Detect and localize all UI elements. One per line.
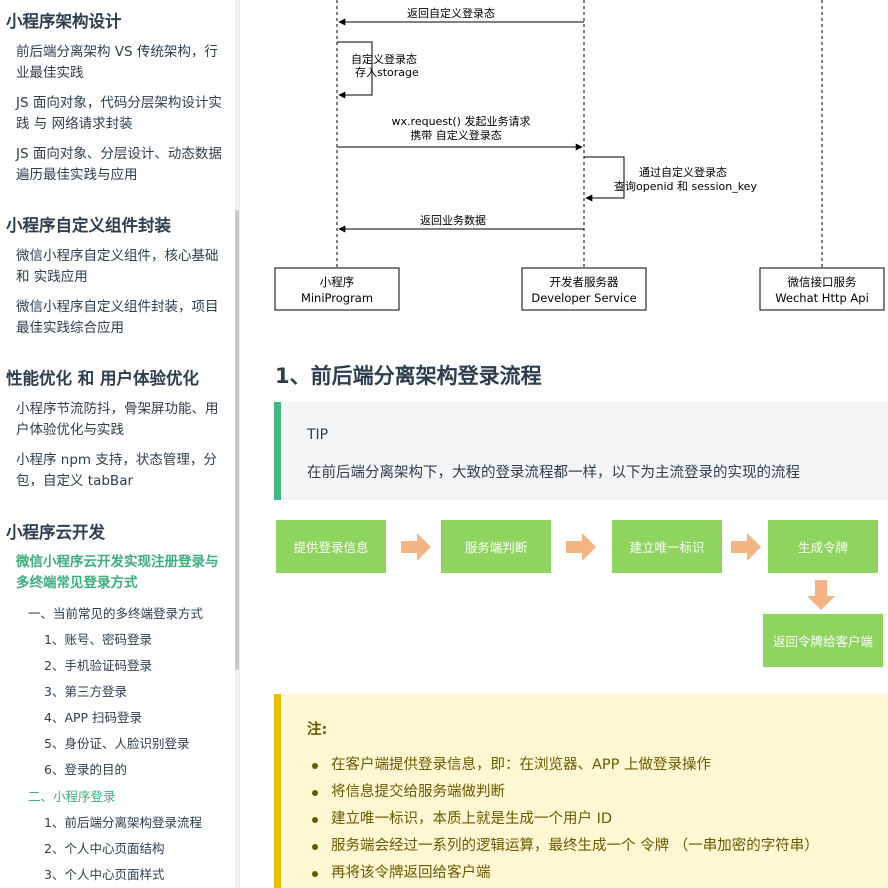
bullet-icon <box>312 790 318 796</box>
sidebar-scrollbar[interactable] <box>235 0 239 888</box>
sidebar: 小程序架构设计 前后端分离架构 VS 传统架构，行业最佳实践 JS 面向对象，代… <box>0 0 240 888</box>
note-list-item: 将信息提交给服务端做判断 <box>307 779 819 806</box>
msg-return-data-label: 返回业务数据 <box>420 213 486 227</box>
sidebar-sub-item[interactable]: 2、个人中心页面结构 <box>44 841 165 856</box>
sidebar-item-throttle-skeleton[interactable]: 小程序节流防抖，骨架屏功能、用户体验优化与实践 <box>16 401 219 438</box>
sidebar-item-architecture-compare[interactable]: 前后端分离架构 VS 传统架构，行业最佳实践 <box>16 44 218 81</box>
sidebar-item-js-dynamic-data[interactable]: JS 面向对象、分层设计、动态数据遍历最佳实践与应用 <box>16 146 222 183</box>
server-self-arrow <box>584 156 625 202</box>
actor-wechat-box <box>759 267 885 311</box>
sidebar-sub-item[interactable]: 1、账号、密码登录 <box>44 632 152 647</box>
sidebar-sub-item[interactable]: 5、身份证、人脸识别登录 <box>44 736 190 751</box>
actor-developer-label-1: 开发者服务器 <box>550 275 619 289</box>
flow-arrow-down-icon <box>807 580 835 610</box>
sidebar-sub-item[interactable]: 1、前后端分离架构登录流程 <box>44 815 202 830</box>
tip-block: TIP 在前后端分离架构下，大致的登录流程都一样，以下为主流登录的实现的流程 <box>274 402 888 500</box>
note-title: 注: <box>307 722 328 738</box>
flow-arrow-right-icon <box>731 533 761 561</box>
sidebar-sub-section2[interactable]: 二、小程序登录 <box>28 789 116 804</box>
note-list-item: 建立唯一标识，本质上就是生成一个用户 ID <box>307 806 819 833</box>
actor-wechat-label-1: 微信接口服务 <box>788 275 857 289</box>
sidebar-sub-section1[interactable]: 一、当前常见的多终端登录方式 <box>28 606 204 621</box>
sidebar-group-architecture[interactable]: 小程序架构设计 <box>6 12 122 31</box>
section-heading: 1、前后端分离架构登录流程 <box>275 364 542 388</box>
server-self-label-2: 查询openid 和 session_key <box>614 179 757 193</box>
msg-return-state-label: 返回自定义登录态 <box>407 6 495 20</box>
flow-step-server-judge: 服务端判断 <box>441 520 551 573</box>
main-content: 返回自定义登录态 自定义登录态 存入storage wx.request() 发… <box>241 0 888 888</box>
sidebar-group-cloud[interactable]: 小程序云开发 <box>6 523 105 542</box>
flow-arrow-right-icon <box>401 533 431 561</box>
self-store-label-1: 自定义登录态 <box>351 52 417 66</box>
self-store-label-2: 存入storage <box>355 65 419 79</box>
actor-developer-label-2: Developer Service <box>531 291 636 305</box>
actor-developer-box <box>521 267 647 311</box>
flow-step-return-token: 返回令牌给客户端 <box>763 614 883 667</box>
sidebar-item-cloud-login[interactable]: 微信小程序云开发实现注册登录与 多终端常见登录方式 <box>16 554 219 591</box>
sidebar-scrollbar-thumb[interactable] <box>235 210 239 670</box>
sidebar-sub-item[interactable]: 4、APP 扫码登录 <box>44 710 143 725</box>
note-list-item: 再将该令牌返回给客户端 <box>307 860 819 887</box>
sidebar-item-js-layered-design[interactable]: JS 面向对象，代码分层架构设计实践 与 网络请求封装 <box>16 95 222 132</box>
flow-step-unique-id: 建立唯一标识 <box>612 520 722 573</box>
sidebar-item-components-practice[interactable]: 微信小程序自定义组件封装，项目最佳实践综合应用 <box>16 299 219 336</box>
flow-step-provide-info: 提供登录信息 <box>276 520 386 573</box>
note-list-item: 服务端会经过一系列的逻辑运算，最终生成一个 令牌 （一串加密的字符串） <box>307 833 819 860</box>
sidebar-sub-item[interactable]: 2、手机验证码登录 <box>44 658 152 673</box>
msg-request-label-2: 携带 自定义登录态 <box>410 128 502 142</box>
note-block: 注: 在客户端提供登录信息，即：在浏览器、APP 上做登录操作 将信息提交给服务… <box>274 694 888 888</box>
sidebar-item-components-basics[interactable]: 微信小程序自定义组件，核心基础 和 实践应用 <box>16 248 219 285</box>
sidebar-item-npm-state[interactable]: 小程序 npm 支持，状态管理，分包，自定义 tabBar <box>16 452 217 489</box>
sidebar-sub-item[interactable]: 3、个人中心页面样式 <box>44 867 165 882</box>
self-store-arrow <box>337 41 373 99</box>
actor-wechat-label-2: Wechat Http Api <box>775 291 869 305</box>
note-list: 在客户端提供登录信息，即：在浏览器、APP 上做登录操作 将信息提交给服务端做判… <box>307 752 819 887</box>
note-list-item: 在客户端提供登录信息，即：在浏览器、APP 上做登录操作 <box>307 752 819 779</box>
bullet-icon <box>312 871 318 877</box>
sidebar-sub-item[interactable]: 3、第三方登录 <box>44 684 127 699</box>
actor-miniprogram-label-2: MiniProgram <box>301 291 373 305</box>
sequence-diagram: 返回自定义登录态 自定义登录态 存入storage wx.request() 发… <box>274 0 885 311</box>
server-self-label-1: 通过自定义登录态 <box>639 165 727 179</box>
sidebar-group-components[interactable]: 小程序自定义组件封装 <box>6 216 171 235</box>
sidebar-sub-item[interactable]: 6、登录的目的 <box>44 762 127 777</box>
msg-request-label-1: wx.request() 发起业务请求 <box>392 114 531 128</box>
actor-miniprogram-box <box>274 267 400 311</box>
actor-miniprogram-label-1: 小程序 <box>320 275 355 289</box>
bullet-icon <box>312 844 318 850</box>
bullet-icon <box>312 817 318 823</box>
flow-arrow-right-icon <box>566 533 596 561</box>
tip-title: TIP <box>307 427 329 443</box>
sidebar-group-performance[interactable]: 性能优化 和 用户体验优化 <box>6 369 199 388</box>
tip-text: 在前后端分离架构下，大致的登录流程都一样，以下为主流登录的实现的流程 <box>307 465 800 481</box>
flow-step-generate-token: 生成令牌 <box>768 520 878 573</box>
bullet-icon <box>312 763 318 769</box>
